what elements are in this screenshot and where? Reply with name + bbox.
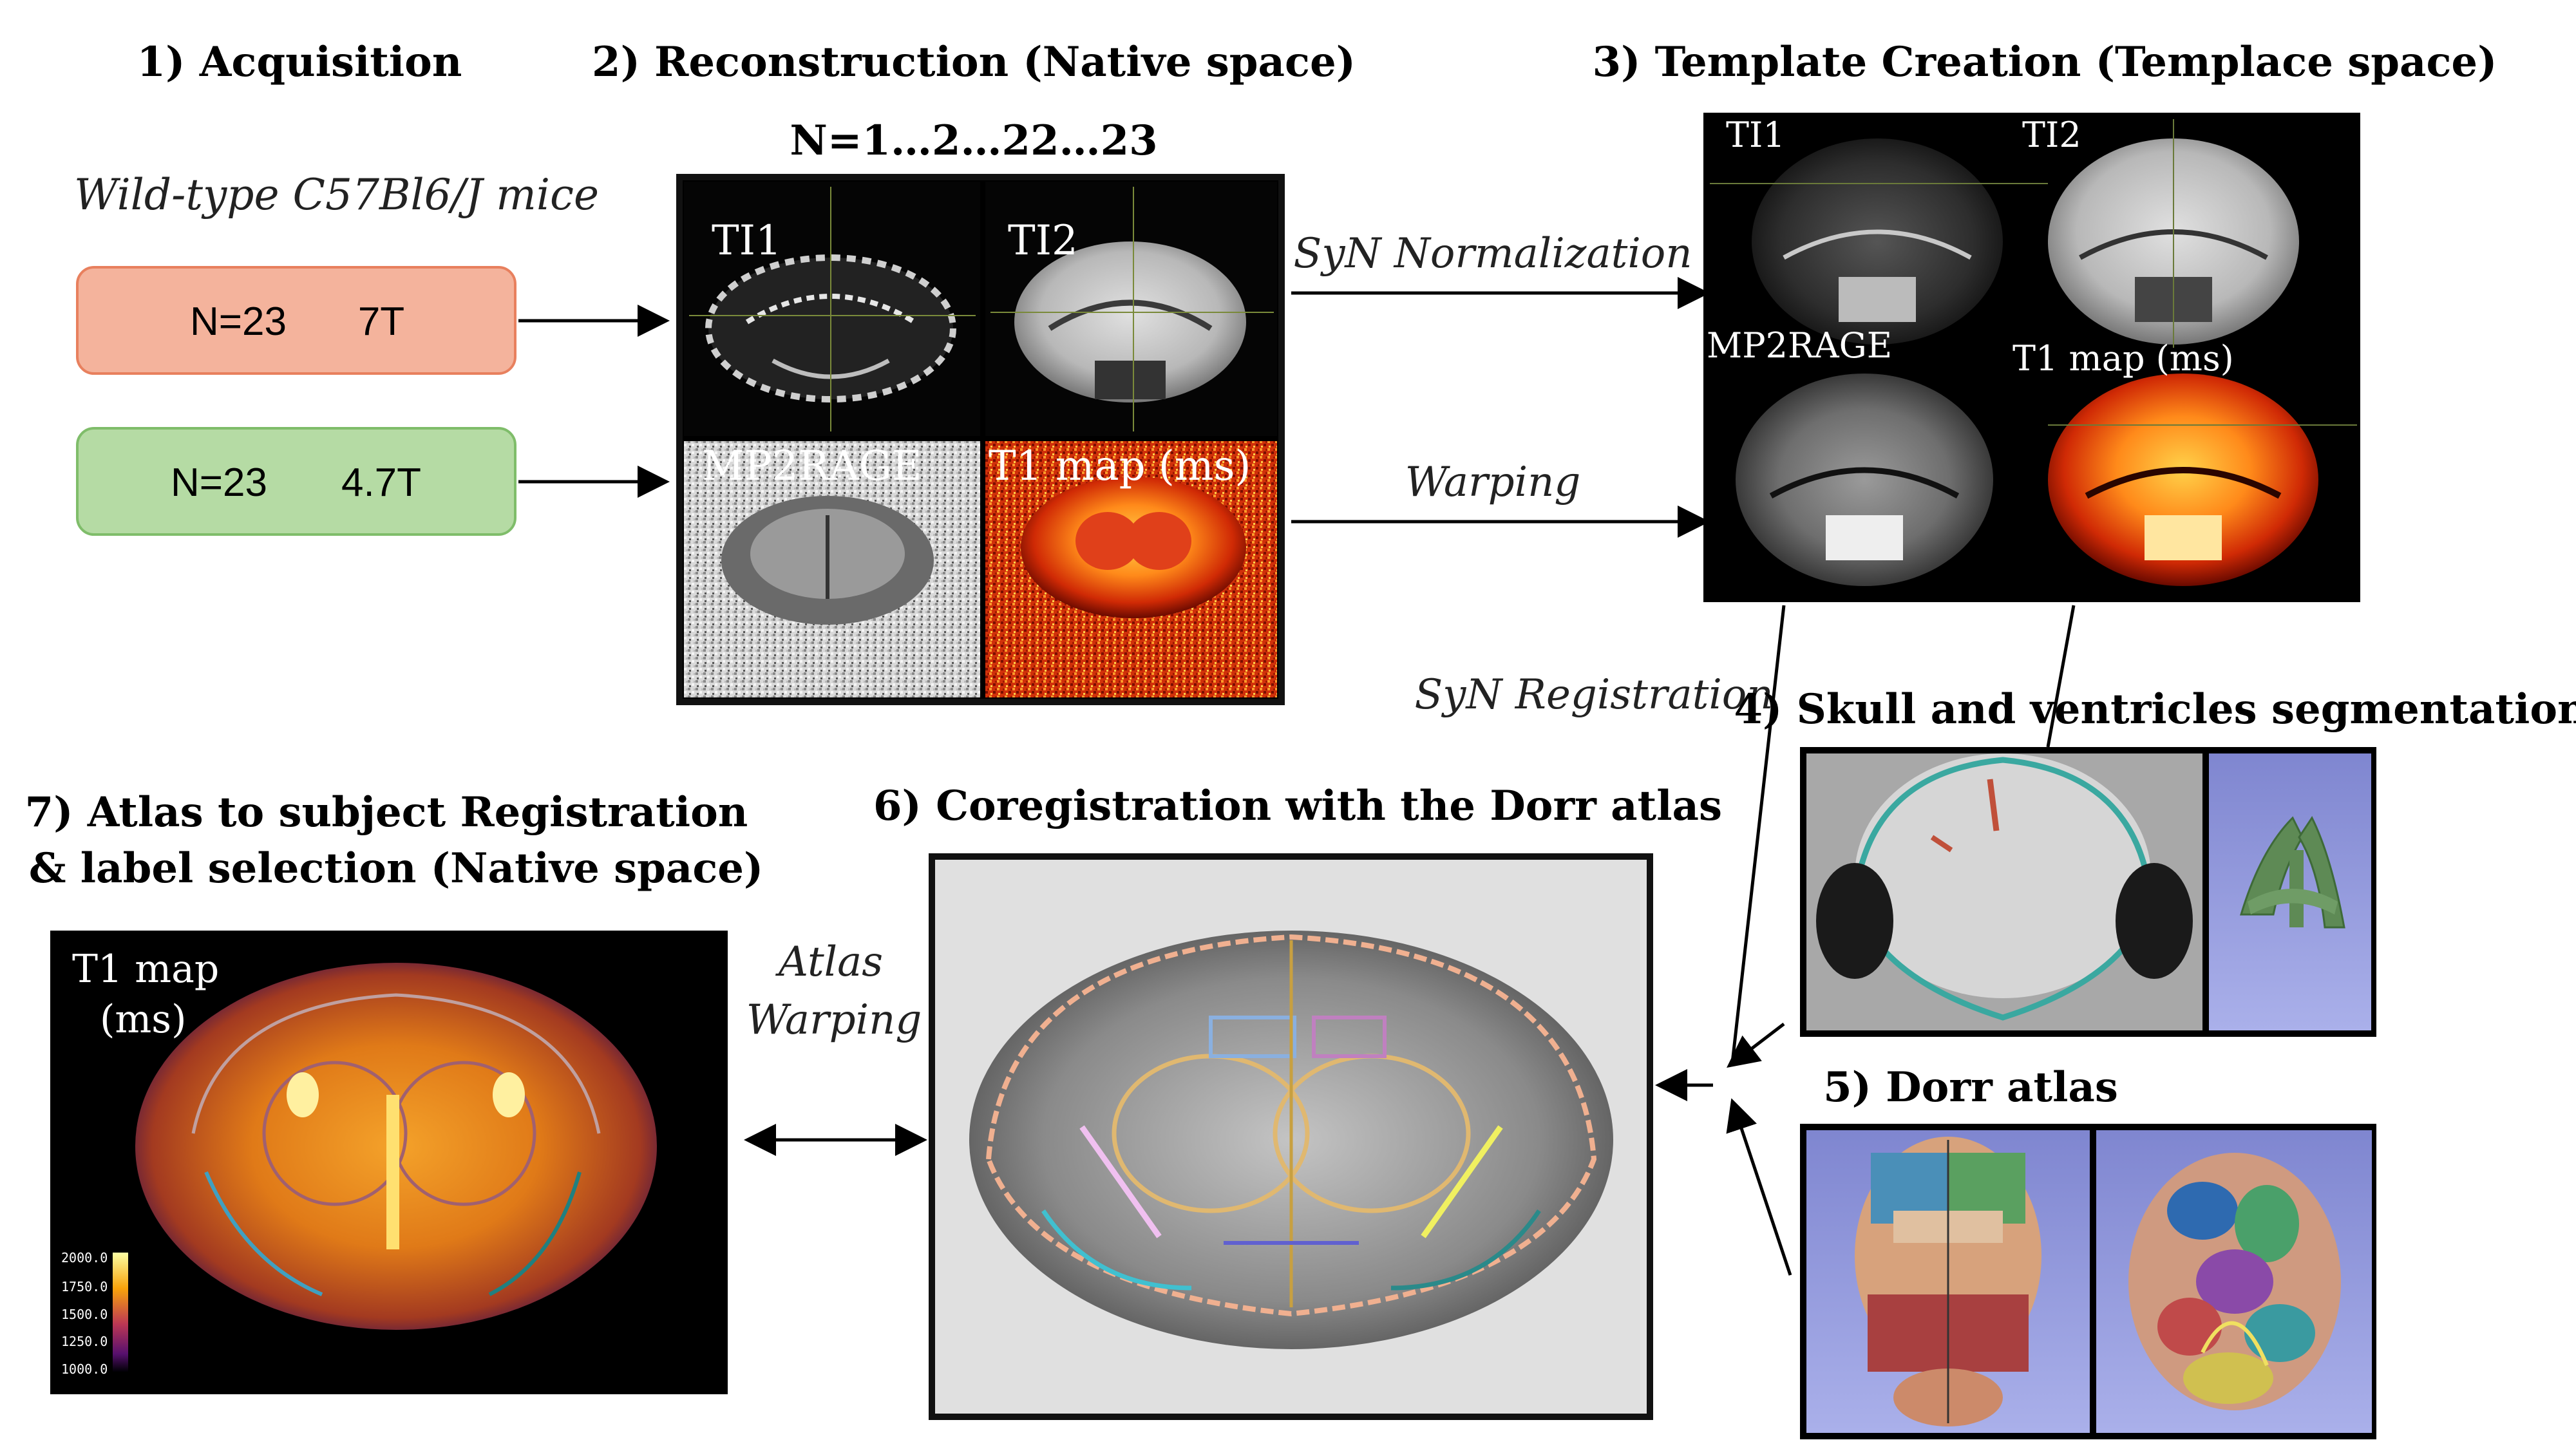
- scanner-47t-box: N=23 4.7T: [76, 427, 516, 536]
- template-panel: TI1 TI2 MP2RAGE T1 map (ms): [1703, 113, 2360, 602]
- template-ti1-image: TI1: [1710, 115, 2048, 345]
- atlas-warping-label-2: Warping: [746, 996, 922, 1044]
- template-ti2-image: TI2: [2022, 115, 2299, 348]
- step-atlas-reg-title-2: & label selection (Native space): [29, 844, 764, 893]
- step-template-title: 3) Template Creation (Templace space): [1593, 38, 2497, 86]
- colorbar-tick-0: 2000.0: [61, 1250, 108, 1265]
- template-ti1-label: TI1: [1726, 115, 1785, 155]
- arrow-segmentation-to-junction: [1727, 1023, 1785, 1068]
- template-t1map-label: T1 map (ms): [2012, 338, 2234, 379]
- recon-ti1-label: TI1: [712, 217, 782, 265]
- recon-ti2-image: TI2: [985, 182, 1277, 436]
- colorbar-tick-1: 1750.0: [61, 1279, 108, 1294]
- line-template-to-junction: [1730, 605, 1786, 1063]
- template-ti2-label: TI2: [2022, 115, 2081, 155]
- step-dorr-title: 5) Dorr atlas: [1823, 1063, 2118, 1112]
- atlas-warping-label-1: Atlas: [775, 938, 883, 986]
- template-mp2rage-label: MP2RAGE: [1707, 325, 1892, 366]
- brain-atlas-3d-icon: [2096, 1130, 2372, 1433]
- scanner-47t-field: 4.7T: [341, 460, 421, 505]
- subject-count-label: N=1…2…22…23: [790, 117, 1157, 165]
- step-segmentation-title: 4) Skull and ventricles segmentation: [1734, 685, 2576, 734]
- recon-t1map-image: T1 map (ms): [985, 441, 1277, 697]
- scanner-7t-box: N=23 7T: [76, 266, 516, 375]
- subject-t1map-label-2: (ms): [100, 997, 187, 1042]
- scanner-47t-count: N=23: [171, 460, 267, 505]
- recon-ti1-image: TI1: [684, 182, 980, 436]
- step-acquisition-title: 1) Acquisition: [137, 38, 462, 86]
- reconstruction-panel: TI1 TI2 MP2RAGE T1 map (ms): [676, 174, 1285, 705]
- dorr-atlas-panel: [1800, 1124, 2376, 1439]
- acquisition-subtitle: Wild-type C57Bl6/J mice: [74, 170, 599, 220]
- coregistration-panel: [929, 853, 1653, 1420]
- scanner-47t-box-shape: [76, 427, 516, 536]
- template-t1map-image: T1 map (ms): [2012, 338, 2357, 586]
- colorbar-tick-4: 1000.0: [61, 1361, 108, 1377]
- recon-t1map-label: T1 map (ms): [989, 442, 1251, 490]
- recon-mp2rage-label: MP2RAGE: [702, 442, 922, 490]
- t1-colorbar: 2000.0 1750.0 1500.0 1250.0 1000.0: [61, 1250, 128, 1377]
- scanner-7t-count: N=23: [190, 299, 287, 344]
- segmentation-panel: [1800, 747, 2376, 1037]
- line-template-to-segmentation: [2046, 605, 2076, 748]
- step-reconstruction-title: 2) Reconstruction (Native space): [592, 38, 1356, 86]
- syn-normalization-label: SyN Normalization: [1293, 230, 1692, 278]
- recon-ti2-label: TI2: [1008, 217, 1078, 265]
- step-atlas-reg-title-1: 7) Atlas to subject Registration: [25, 788, 748, 837]
- subject-t1map-panel: T1 map (ms) 2000.0 1750.0 1500.0 1250.0 …: [50, 931, 728, 1394]
- scanner-7t-field: 7T: [358, 299, 404, 344]
- scanner-7t-box-shape: [76, 266, 516, 375]
- template-mp2rage-image: MP2RAGE: [1707, 325, 1993, 586]
- dorr-atlas-top-view: [1806, 1130, 2090, 1433]
- colorbar-tick-2: 1500.0: [61, 1307, 108, 1322]
- colorbar-tick-3: 1250.0: [61, 1334, 108, 1349]
- syn-registration-label: SyN Registration: [1414, 671, 1773, 719]
- segmentation-mri-image: [1806, 753, 2202, 1030]
- subject-t1map-label-1: T1 map: [72, 947, 219, 992]
- arrow-dorr-to-junction: [1726, 1098, 1792, 1276]
- warping-label: Warping: [1405, 459, 1581, 506]
- step-coregistration-title: 6) Coregistration with the Dorr atlas: [873, 782, 1722, 830]
- recon-mp2rage-image: MP2RAGE: [684, 441, 980, 697]
- ventricles-3d-icon: [2209, 753, 2371, 1030]
